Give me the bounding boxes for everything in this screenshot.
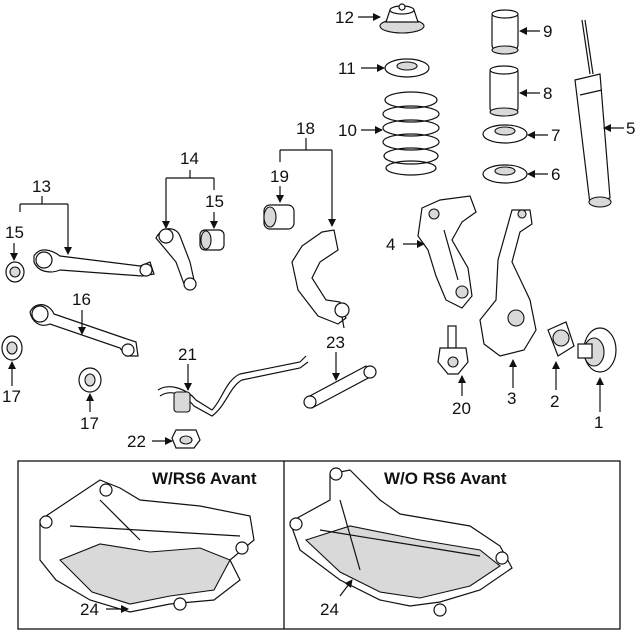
panel-title-without-rs6-avant: W/O RS6 Avant — [384, 469, 507, 488]
callout-19: 19 — [270, 167, 289, 186]
panel-title-with-rs6-avant: W/RS6 Avant — [152, 469, 257, 488]
callout-16: 16 — [72, 290, 91, 309]
shock-absorber-part-5 — [574, 19, 612, 208]
control-arm-part-14 — [155, 228, 197, 291]
callout-24-right: 24 — [320, 600, 339, 619]
callout-21: 21 — [178, 345, 197, 364]
wheel-bearing-part-2 — [547, 321, 575, 357]
spring-seat-part-11 — [384, 58, 430, 78]
callout-1: 1 — [594, 413, 603, 432]
bushing-part-17-right — [78, 367, 102, 393]
lower-control-arm-part-18 — [291, 229, 350, 329]
strut-mount-part-12 — [379, 3, 425, 34]
insulator-part-6 — [482, 164, 528, 184]
callout-15-right: 15 — [205, 192, 224, 211]
callout-8: 8 — [543, 84, 552, 103]
bump-stop-part-9 — [491, 9, 519, 55]
wheel-knuckle-part-3 — [479, 209, 537, 357]
steering-knuckle-part-4 — [417, 195, 477, 309]
callout-14: 14 — [180, 149, 199, 168]
callout-6: 6 — [551, 165, 560, 184]
coil-spring-part-10 — [382, 91, 440, 176]
callout-12: 12 — [335, 8, 354, 27]
stabilizer-bar-part-21 — [157, 355, 309, 417]
callout-3: 3 — [507, 389, 516, 408]
bushing-part-17-left — [1, 335, 23, 361]
callout-9: 9 — [543, 22, 552, 41]
callout-7: 7 — [551, 126, 560, 145]
wheel-hub-part-1 — [577, 327, 617, 373]
callout-11: 11 — [338, 59, 356, 78]
spring-seat-part-7 — [482, 124, 528, 144]
callout-17-left: 17 — [2, 387, 21, 406]
ball-joint-part-20 — [437, 325, 469, 375]
leader-lines — [8, 13, 624, 613]
control-arm-part-16 — [29, 304, 139, 357]
callout-15-left: 15 — [5, 223, 24, 242]
callout-10: 10 — [338, 121, 357, 140]
subframe-rs6-avant-part-24 — [39, 479, 255, 613]
bracket-part-22 — [171, 429, 201, 449]
bushing-part-19 — [263, 204, 295, 230]
callout-20: 20 — [452, 399, 471, 418]
callout-17-right: 17 — [80, 414, 99, 433]
callout-22: 22 — [127, 432, 146, 451]
callout-18: 18 — [296, 119, 315, 138]
callout-13: 13 — [32, 177, 51, 196]
control-arm-part-13 — [33, 249, 155, 277]
bushing-part-15-left — [5, 261, 25, 283]
callout-4: 4 — [386, 235, 395, 254]
callout-2: 2 — [550, 392, 559, 411]
stabilizer-link-part-23 — [303, 365, 377, 409]
callout-23: 23 — [326, 333, 345, 352]
bushing-part-15-right — [199, 229, 225, 251]
callout-5: 5 — [626, 119, 635, 138]
subframe-panel-box — [17, 460, 621, 630]
callout-24-left: 24 — [80, 600, 99, 619]
dust-boot-part-8 — [489, 65, 519, 117]
subframe-without-rs6-avant-part-24 — [289, 467, 513, 617]
